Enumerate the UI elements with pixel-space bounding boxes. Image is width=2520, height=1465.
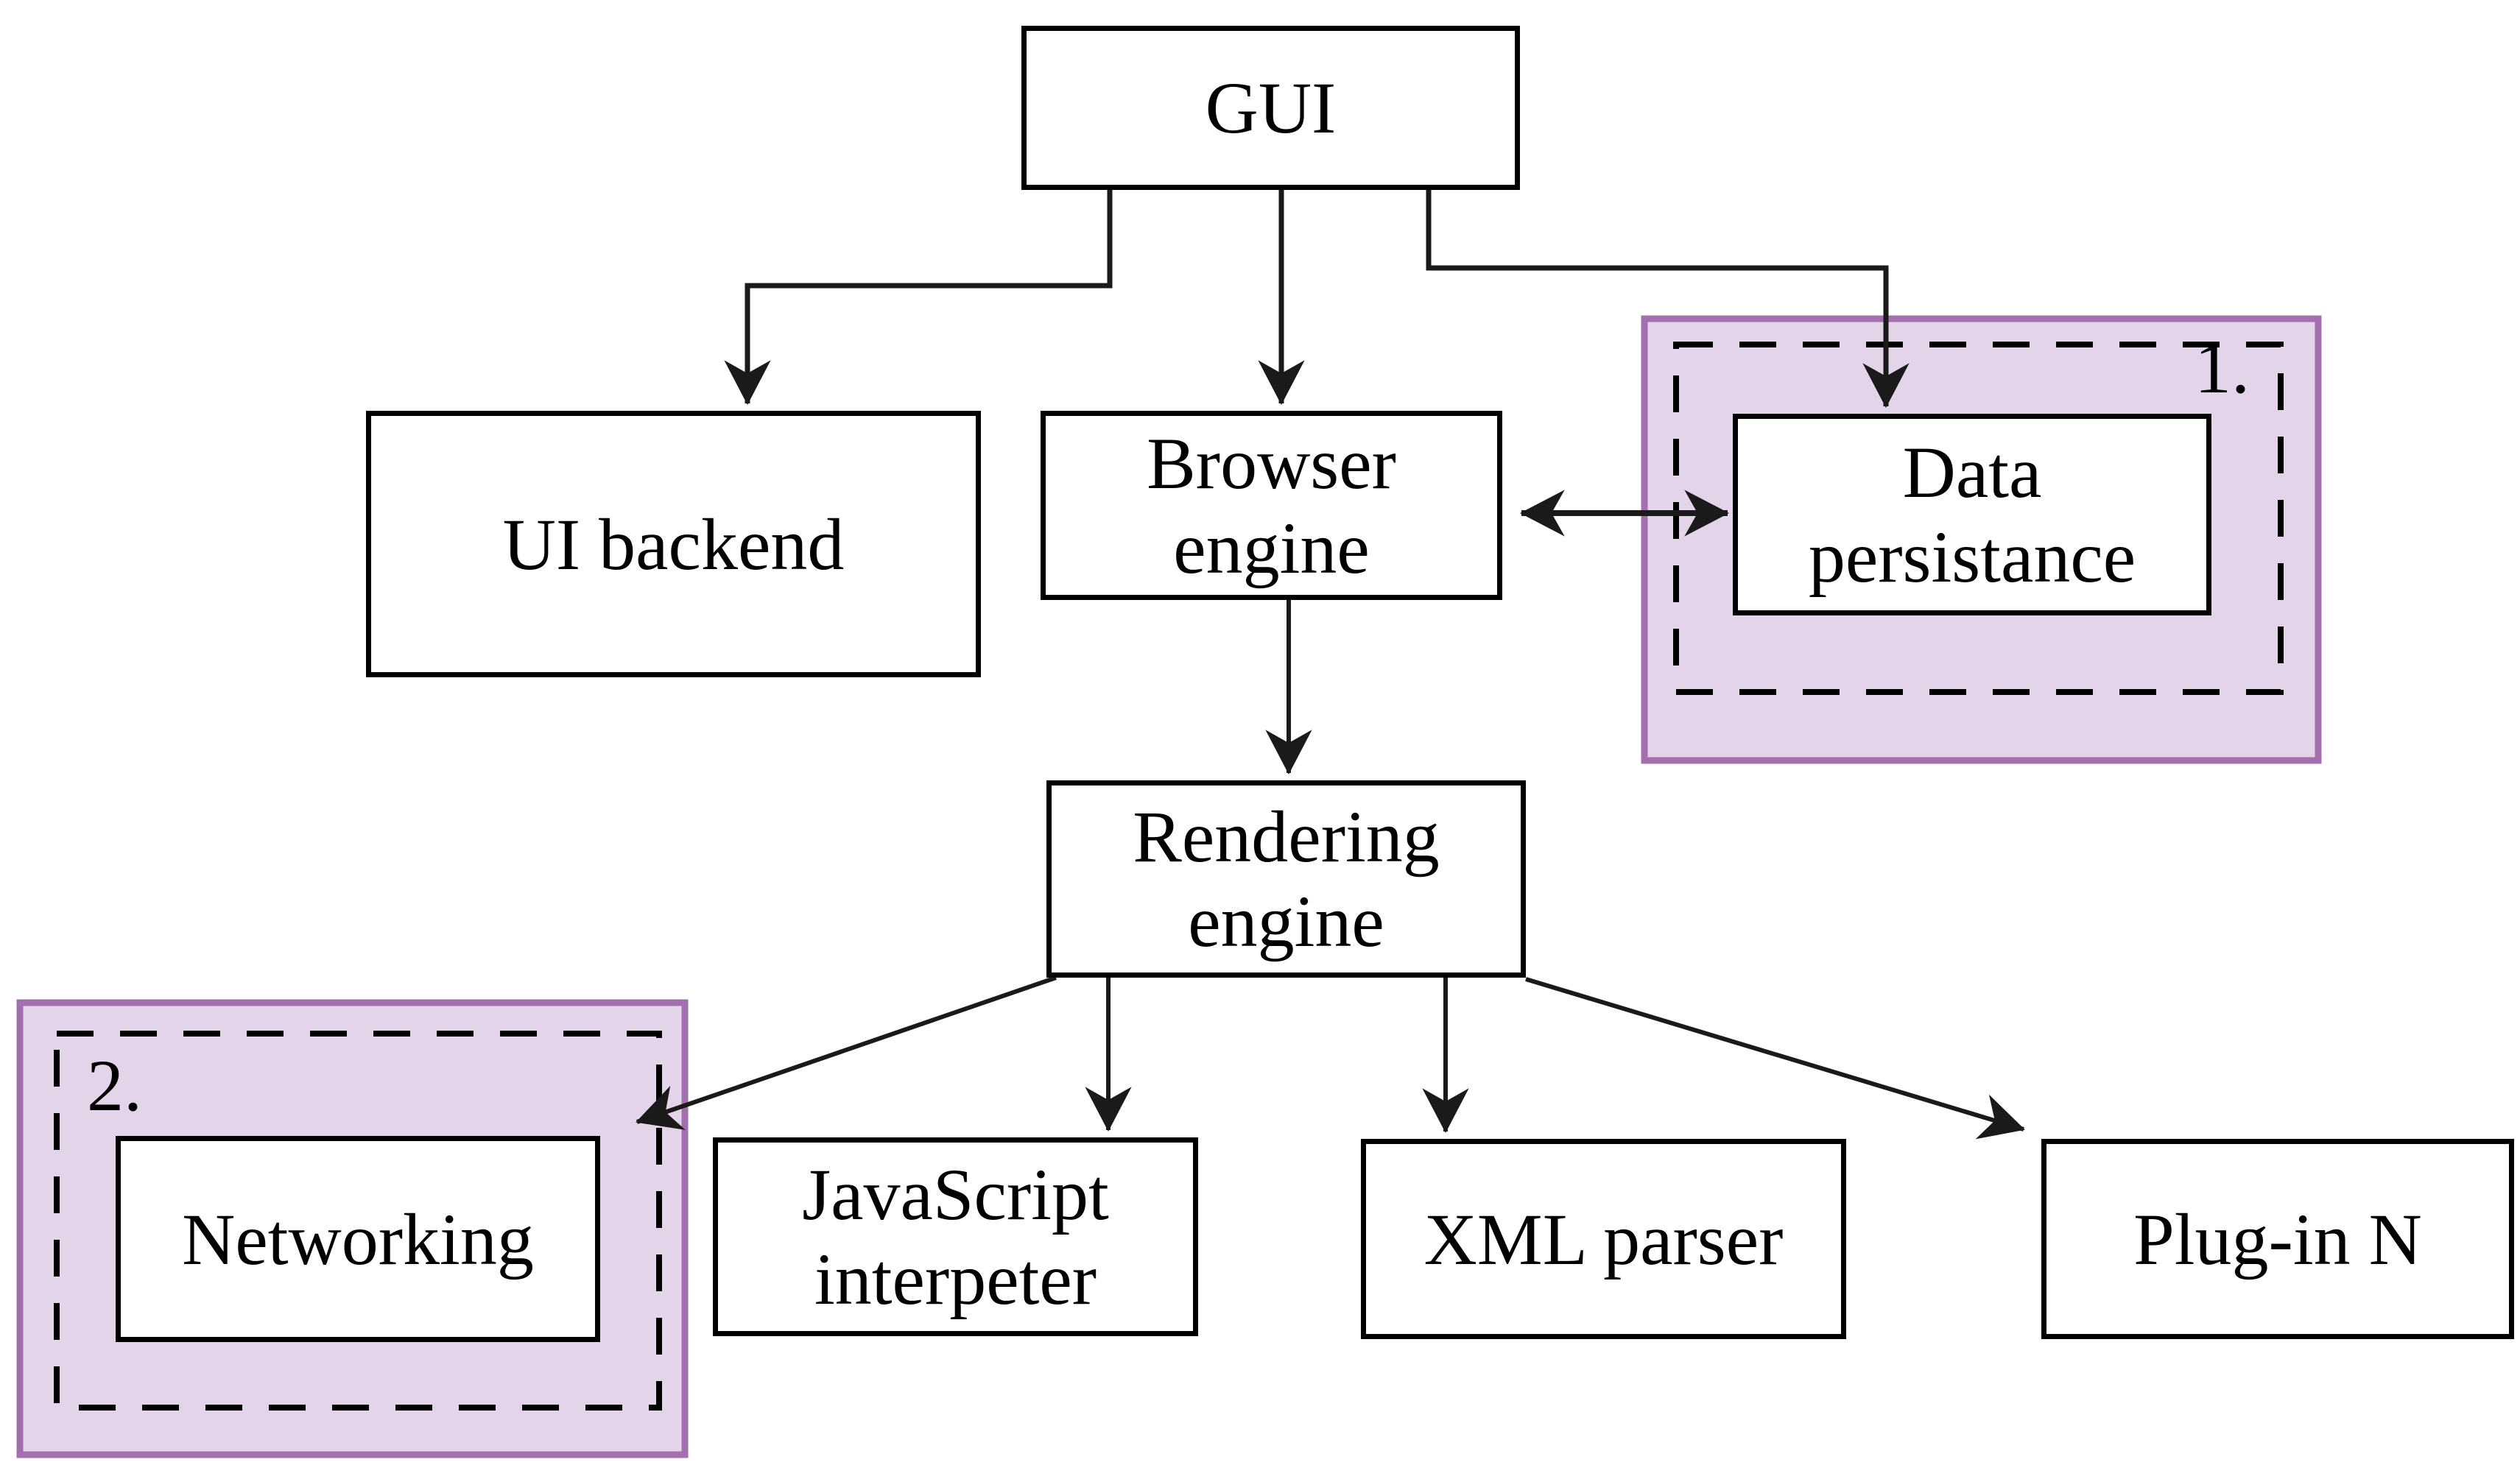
node-networking-label: Networking [182, 1198, 534, 1280]
node-ui-backend-label: UI backend [502, 503, 845, 585]
node-xml-parser: XML parser [1361, 1139, 1846, 1339]
node-rendering-engine: Rendering engine [1046, 780, 1526, 978]
node-browser-engine-label-line1: Browser [1147, 422, 1396, 504]
node-rendering-engine-label-line2: engine [1188, 880, 1384, 962]
node-browser-engine-label-line2: engine [1173, 506, 1370, 589]
node-data-persistance-label-line1: Data [1902, 431, 2042, 513]
connector-rendering-to-networking [636, 975, 1057, 1130]
connector-rendering-to-plugin [1525, 977, 2025, 1140]
node-gui-label: GUI [1205, 67, 1337, 149]
node-gui: GUI [1021, 26, 1520, 190]
group-2-number-label: 2. [87, 1045, 142, 1126]
node-javascript-interpreter-label-line2: interpeter [814, 1238, 1097, 1320]
node-plugin-n-label: Plug-in N [2133, 1198, 2422, 1280]
node-plugin-n: Plug-in N [2041, 1139, 2514, 1339]
node-data-persistance: Data persistance [1733, 414, 2211, 615]
connector-gui-to-ui-backend [724, 190, 1113, 405]
node-data-persistance-label-line2: persistance [1808, 516, 2136, 598]
highlight-group-1-dashed-border [1673, 342, 2284, 695]
node-javascript-interpreter-label-line1: JavaScript [802, 1154, 1109, 1235]
node-xml-parser-label: XML parser [1423, 1198, 1784, 1280]
highlight-group-2-dashed-border [54, 1031, 662, 1411]
connector-gui-to-data-persistance [1426, 190, 1910, 408]
group-1-number-label: 1. [2195, 327, 2250, 409]
node-rendering-engine-label-line1: Rendering [1133, 796, 1440, 878]
node-networking: Networking [116, 1136, 600, 1342]
node-javascript-interpreter: JavaScript interpeter [713, 1137, 1198, 1336]
node-ui-backend: UI backend [366, 411, 981, 677]
node-browser-engine: Browser engine [1041, 411, 1502, 600]
